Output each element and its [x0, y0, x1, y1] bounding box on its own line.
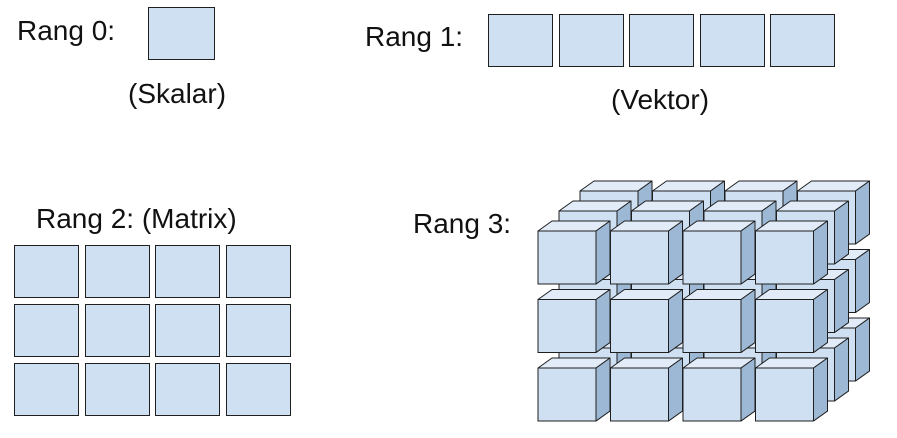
- tensor-cube-cell: [755, 357, 828, 422]
- vector-cell: [629, 14, 694, 67]
- cube-side-face: [813, 357, 828, 422]
- tensor-cube-cell: [682, 289, 756, 353]
- vector-cell: [770, 14, 835, 67]
- matrix-cell: [225, 245, 291, 298]
- cube-side-face: [595, 289, 611, 353]
- tensor-cube-cell: [610, 220, 683, 285]
- cube-front-face: [755, 299, 814, 353]
- cube-side-face: [834, 200, 849, 265]
- vector-cell: [558, 14, 624, 67]
- cube-side-face: [855, 249, 870, 313]
- cube-front-face: [755, 230, 814, 285]
- cube-front-face: [610, 299, 669, 353]
- tensor-cube-cell: [682, 220, 756, 285]
- matrix-cell: [84, 304, 150, 357]
- scalar-cell: [148, 7, 215, 60]
- cube-side-face: [740, 289, 756, 353]
- rank3-label: Rang 3:: [413, 208, 512, 239]
- matrix-cell: [84, 245, 150, 298]
- matrix-cell: [14, 245, 79, 298]
- cube-front-face: [610, 367, 669, 422]
- cube-front-face: [610, 230, 669, 285]
- cube-front-face: [755, 367, 814, 422]
- cube-side-face: [740, 220, 756, 285]
- cube-side-face: [740, 357, 756, 422]
- tensor-cube-cell: [537, 357, 611, 422]
- cube-side-face: [595, 220, 611, 285]
- rank0-caption: (Skalar): [128, 78, 227, 109]
- cube-front-face: [537, 230, 597, 285]
- matrix-cell: [84, 363, 150, 416]
- tensor-cube-cell: [610, 289, 683, 353]
- matrix-cell: [225, 363, 291, 416]
- tensor-cube-cell: [755, 220, 828, 285]
- matrix-cell: [225, 304, 291, 357]
- tensor-cube-cell: [537, 289, 611, 353]
- rank2-label: Rang 2: (Matrix): [36, 203, 237, 234]
- matrix-cell: [14, 304, 79, 357]
- cube-side-face: [668, 220, 683, 285]
- cube-front-face: [682, 367, 742, 422]
- cube-side-face: [855, 317, 870, 382]
- rank1-caption: (Vektor): [611, 84, 710, 115]
- tensor-cube-cell: [537, 220, 611, 285]
- cube-side-face: [834, 269, 849, 333]
- cube-side-face: [834, 337, 849, 402]
- matrix-cell: [155, 245, 220, 298]
- cube-side-face: [668, 357, 683, 422]
- cube-side-face: [855, 180, 870, 245]
- cube-front-face: [682, 230, 742, 285]
- cube-front-face: [682, 299, 742, 353]
- cube-front-face: [537, 299, 597, 353]
- matrix-cell: [155, 363, 220, 416]
- cube-side-face: [595, 357, 611, 422]
- matrix-cell: [155, 304, 220, 357]
- rank0-label: Rang 0:: [17, 15, 116, 46]
- cube-side-face: [813, 220, 828, 285]
- vector-cell: [699, 14, 765, 67]
- rank1-label: Rang 1:: [365, 21, 464, 52]
- cube-side-face: [668, 289, 683, 353]
- cube-side-face: [813, 289, 828, 353]
- tensor-cube-cell: [682, 357, 756, 422]
- tensor-cube-cell: [755, 289, 828, 353]
- cube-front-face: [537, 367, 597, 422]
- vector-cell: [488, 14, 553, 67]
- matrix-cell: [14, 363, 79, 416]
- tensor-cube-cell: [610, 357, 683, 422]
